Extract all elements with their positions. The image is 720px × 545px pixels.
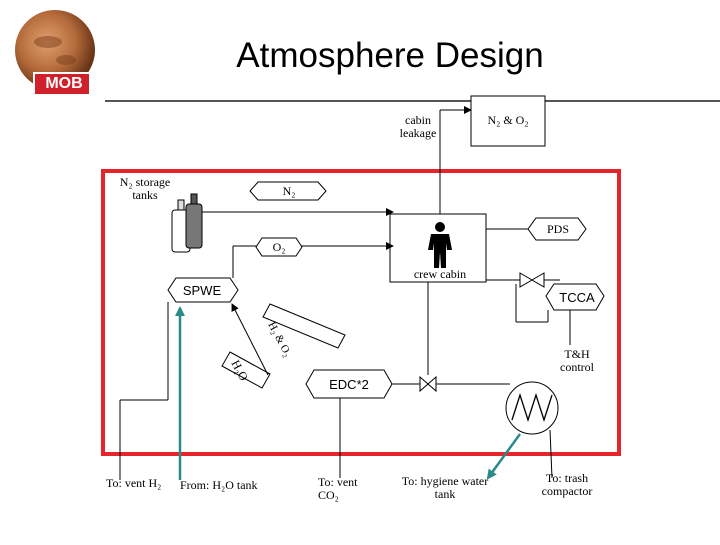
gas-cylinder-icon (171, 193, 203, 253)
mob-logo-text: MOB (45, 75, 83, 92)
tcca-valve-icon[interactable] (519, 272, 545, 288)
pds-label: PDS (546, 222, 569, 236)
mars-logo (15, 10, 95, 96)
heat-exchanger-icon (505, 381, 559, 435)
h2-o2-ribbon (262, 303, 346, 349)
spwe-hexagon (167, 277, 239, 303)
h2o-to-spwe-arrow (231, 303, 269, 376)
edc-label: EDC*2 (329, 377, 369, 392)
vent-h2-label: To: vent H₂ (106, 476, 162, 490)
n2-hex-label: N₂ (282, 184, 296, 198)
edc-valve-icon[interactable] (419, 375, 437, 393)
hygiene-arrow (486, 433, 522, 480)
vent-co2-label: To: vent CO₂ (318, 475, 358, 502)
hygiene-water-tank-label: To: hygiene water tank (401, 474, 489, 501)
n2-hexagon (249, 181, 327, 201)
n2-storage-label: N₂ storage tanks (119, 175, 171, 202)
mars-planet-icon (15, 10, 95, 90)
spwe-label: SPWE (182, 283, 222, 298)
n2-o2-supply-label: N₂ & O₂ (487, 113, 529, 127)
person-icon (428, 222, 452, 268)
edc-hexagon (305, 369, 393, 399)
system-boundary-frame (101, 169, 621, 456)
n2-o2-supply-box (470, 95, 546, 147)
h2o-ribbon (221, 351, 271, 389)
th-control-label: T&H control (560, 347, 594, 374)
trash-compactor-label: To: trash compactor (541, 471, 593, 498)
o2-hexagon (255, 237, 303, 257)
pds-hexagon (527, 217, 587, 241)
cabin-leakage-label: cabin leakage (399, 113, 437, 140)
trash-line (549, 429, 553, 479)
from-h2o-tank-label: From: H₂O tank (180, 478, 258, 492)
mob-badge (33, 72, 91, 96)
crew-cabin-label: crew cabin (413, 267, 467, 281)
tcca-hexagon (545, 283, 605, 311)
tcca-label: TCCA (559, 290, 595, 305)
o2-hex-label: O₂ (272, 240, 286, 254)
page-title: Atmosphere Design (236, 36, 544, 75)
